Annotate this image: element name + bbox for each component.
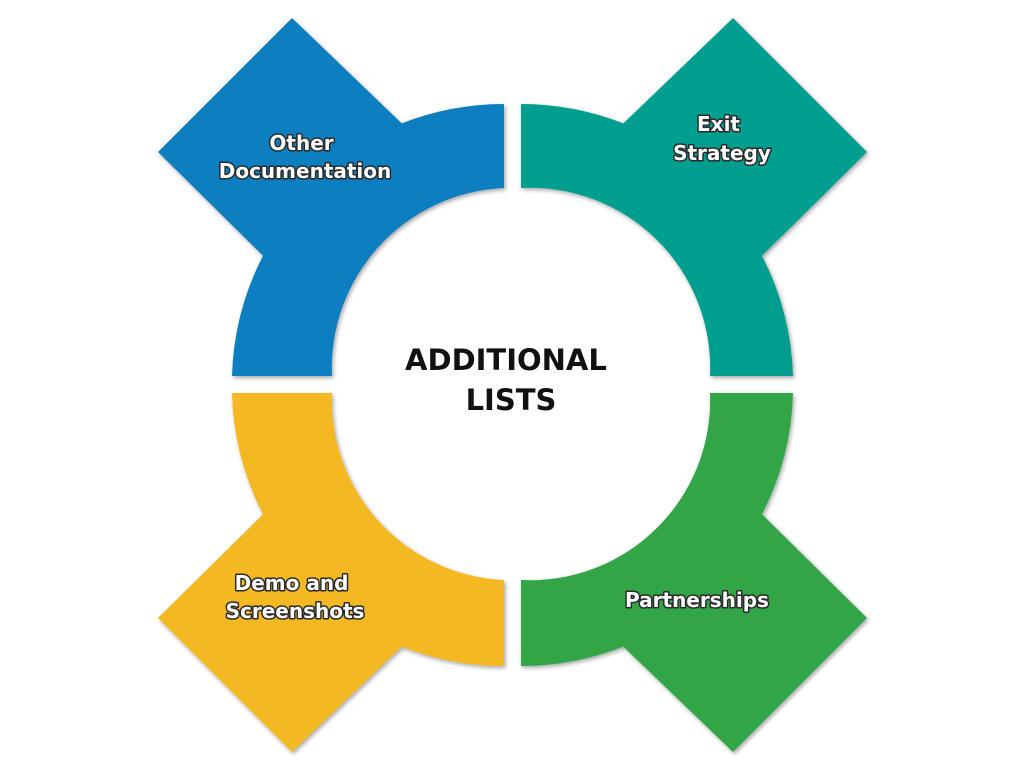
label-top-right: Exit Strategy [673, 112, 771, 165]
center-title-line2: LISTS [466, 383, 557, 417]
label-top-right-line2: Strategy [673, 141, 771, 165]
segment-bottom-right [521, 393, 867, 752]
segment-top-right [521, 18, 867, 376]
label-top-left-line2: Documentation [219, 159, 392, 183]
label-top-left: Other Documentation [219, 131, 392, 183]
label-top-right-line1: Exit [697, 112, 740, 136]
segment-bottom-left [158, 393, 504, 752]
segment-top-left [158, 18, 504, 376]
label-bottom-left-line1: Demo and [235, 571, 349, 595]
label-bottom-left: Demo and Screenshots [226, 571, 365, 623]
center-title-line1: ADDITIONAL [405, 343, 607, 377]
label-top-left-line1: Other [269, 131, 333, 155]
label-bottom-right: Partnerships [625, 588, 769, 612]
label-bottom-right-line1: Partnerships [625, 588, 769, 612]
label-bottom-left-line2: Screenshots [226, 599, 365, 623]
center-title: ADDITIONAL LISTS [405, 343, 617, 417]
